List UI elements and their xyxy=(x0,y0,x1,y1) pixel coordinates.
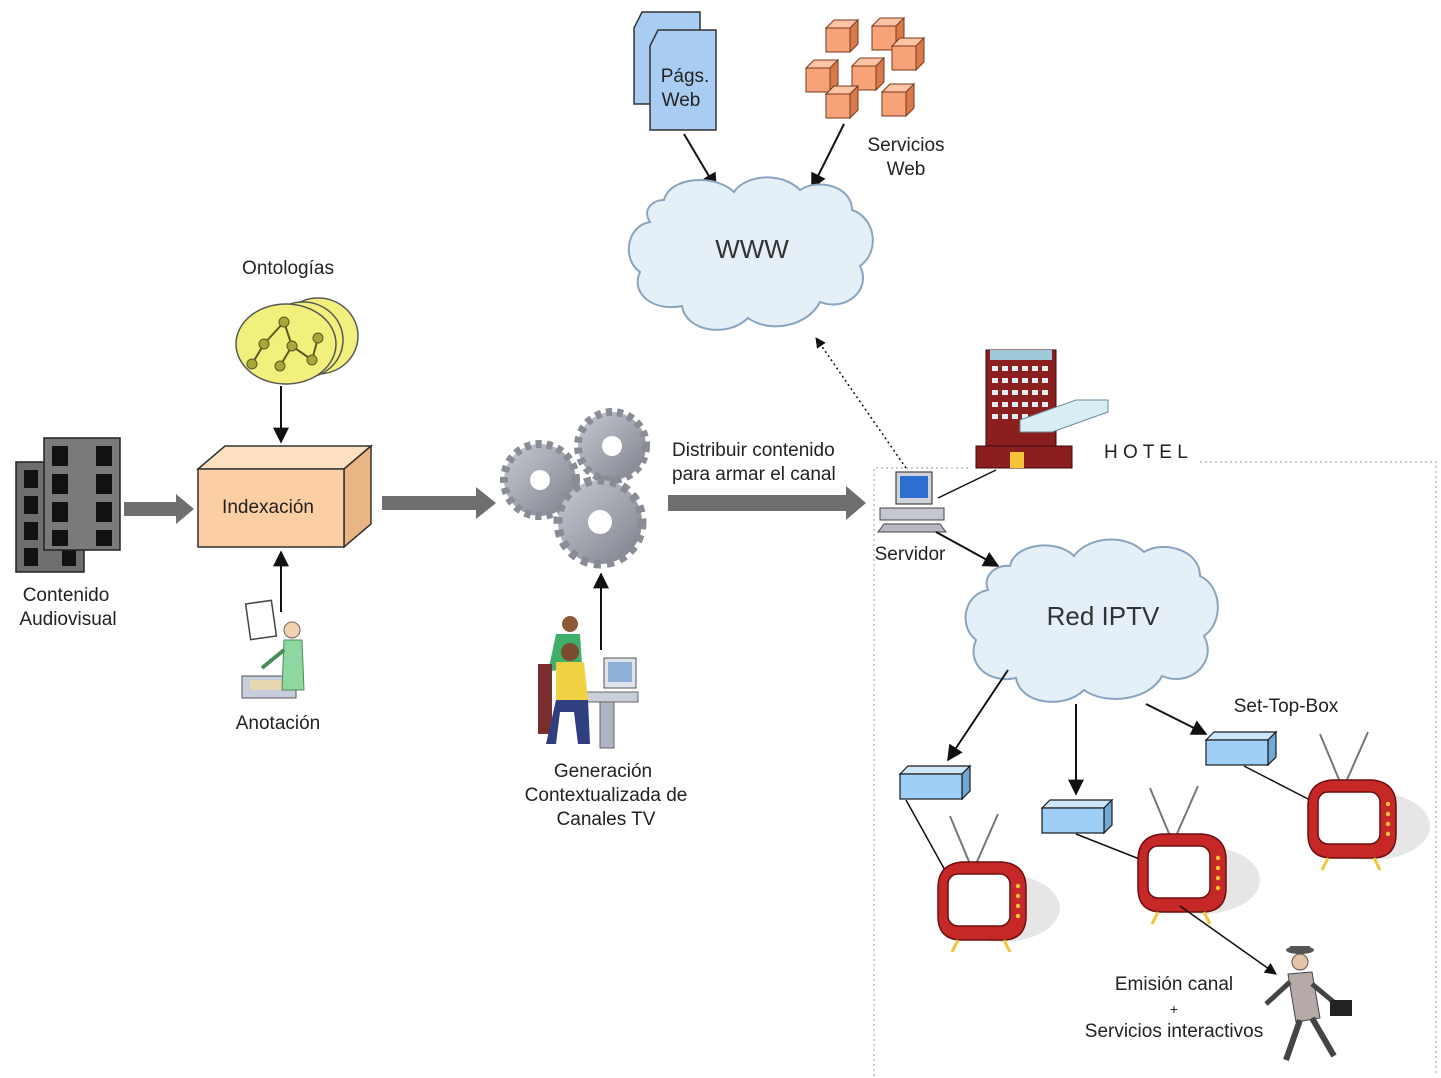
pags-label-2: Web xyxy=(662,90,701,111)
pags-label-1: Págs. xyxy=(661,66,710,87)
tv-icon xyxy=(1136,784,1262,926)
indexacion-box xyxy=(195,444,374,549)
servidor-label: Servidor xyxy=(875,544,946,565)
cubes-icon xyxy=(805,17,925,119)
line-stb2-to-tv2 xyxy=(1075,833,1143,861)
ontology-icon xyxy=(235,297,359,385)
walking-man-icon xyxy=(1264,946,1352,1061)
indexacion-label: Indexación xyxy=(222,497,314,518)
arrow-indexacion-to-gears xyxy=(382,487,496,519)
iptv-label: Red IPTV xyxy=(1047,601,1160,631)
servicios-label-1: Servicios xyxy=(867,135,944,156)
line-servidor-to-hotel xyxy=(937,469,997,499)
emision-label-2: Servicios interactivos xyxy=(1085,1021,1263,1042)
workers-at-computer-icon xyxy=(538,616,639,749)
arrow-servicios-to-www xyxy=(811,123,845,190)
hotel-label: H O T E L xyxy=(1104,442,1188,463)
gears-icon xyxy=(500,408,650,569)
ontologias-label: Ontologías xyxy=(242,258,334,279)
film-icon xyxy=(15,437,121,573)
arrow-servidor-to-iptv xyxy=(935,531,1000,567)
generacion-label-3: Canales TV xyxy=(557,809,656,830)
generacion-label-1: Generación xyxy=(554,761,652,782)
distribuir-label-2: para armar el canal xyxy=(672,464,836,485)
contenido-label-1: Contenido xyxy=(23,585,110,606)
arrow-iptv-to-stb-1 xyxy=(947,669,1009,762)
hotel-building-icon xyxy=(975,349,1109,469)
set-top-box-icon xyxy=(1205,731,1277,766)
arrow-servidor-to-www xyxy=(815,337,907,469)
generacion-label-2: Contextualizada de xyxy=(525,785,688,806)
arrow-tv-to-emision xyxy=(1179,905,1277,975)
www-cloud-icon xyxy=(627,176,874,331)
computer-icon xyxy=(877,471,947,533)
iptv-cloud-icon xyxy=(964,538,1219,703)
set-top-box-icon xyxy=(899,765,971,800)
distribuir-label-1: Distribuir contenido xyxy=(672,440,835,461)
set-top-box-label: Set-Top-Box xyxy=(1234,696,1339,717)
arrow-pags-to-www xyxy=(683,133,717,190)
contenido-label-2: Audiovisual xyxy=(19,609,116,630)
line-stb1-to-tv1 xyxy=(905,799,947,873)
arrow-iptv-to-stb-3 xyxy=(1145,703,1208,735)
servicios-label-2: Web xyxy=(887,159,926,180)
tv-icon xyxy=(1306,730,1432,872)
anotacion-label: Anotación xyxy=(236,713,321,734)
documents-icon xyxy=(633,11,717,131)
arrow-gears-to-servidor xyxy=(668,486,866,520)
line-stb3-to-tv3 xyxy=(1243,765,1311,801)
hotel-network-region xyxy=(873,461,1437,1076)
emision-plus-label: + xyxy=(1170,1001,1178,1017)
emision-label-1: Emisión canal xyxy=(1115,974,1233,995)
annotator-person-icon xyxy=(241,599,305,699)
tv-icon xyxy=(936,812,1062,954)
www-label: WWW xyxy=(715,234,789,264)
set-top-box-icon xyxy=(1041,799,1113,834)
arrow-film-to-indexacion xyxy=(124,494,194,524)
